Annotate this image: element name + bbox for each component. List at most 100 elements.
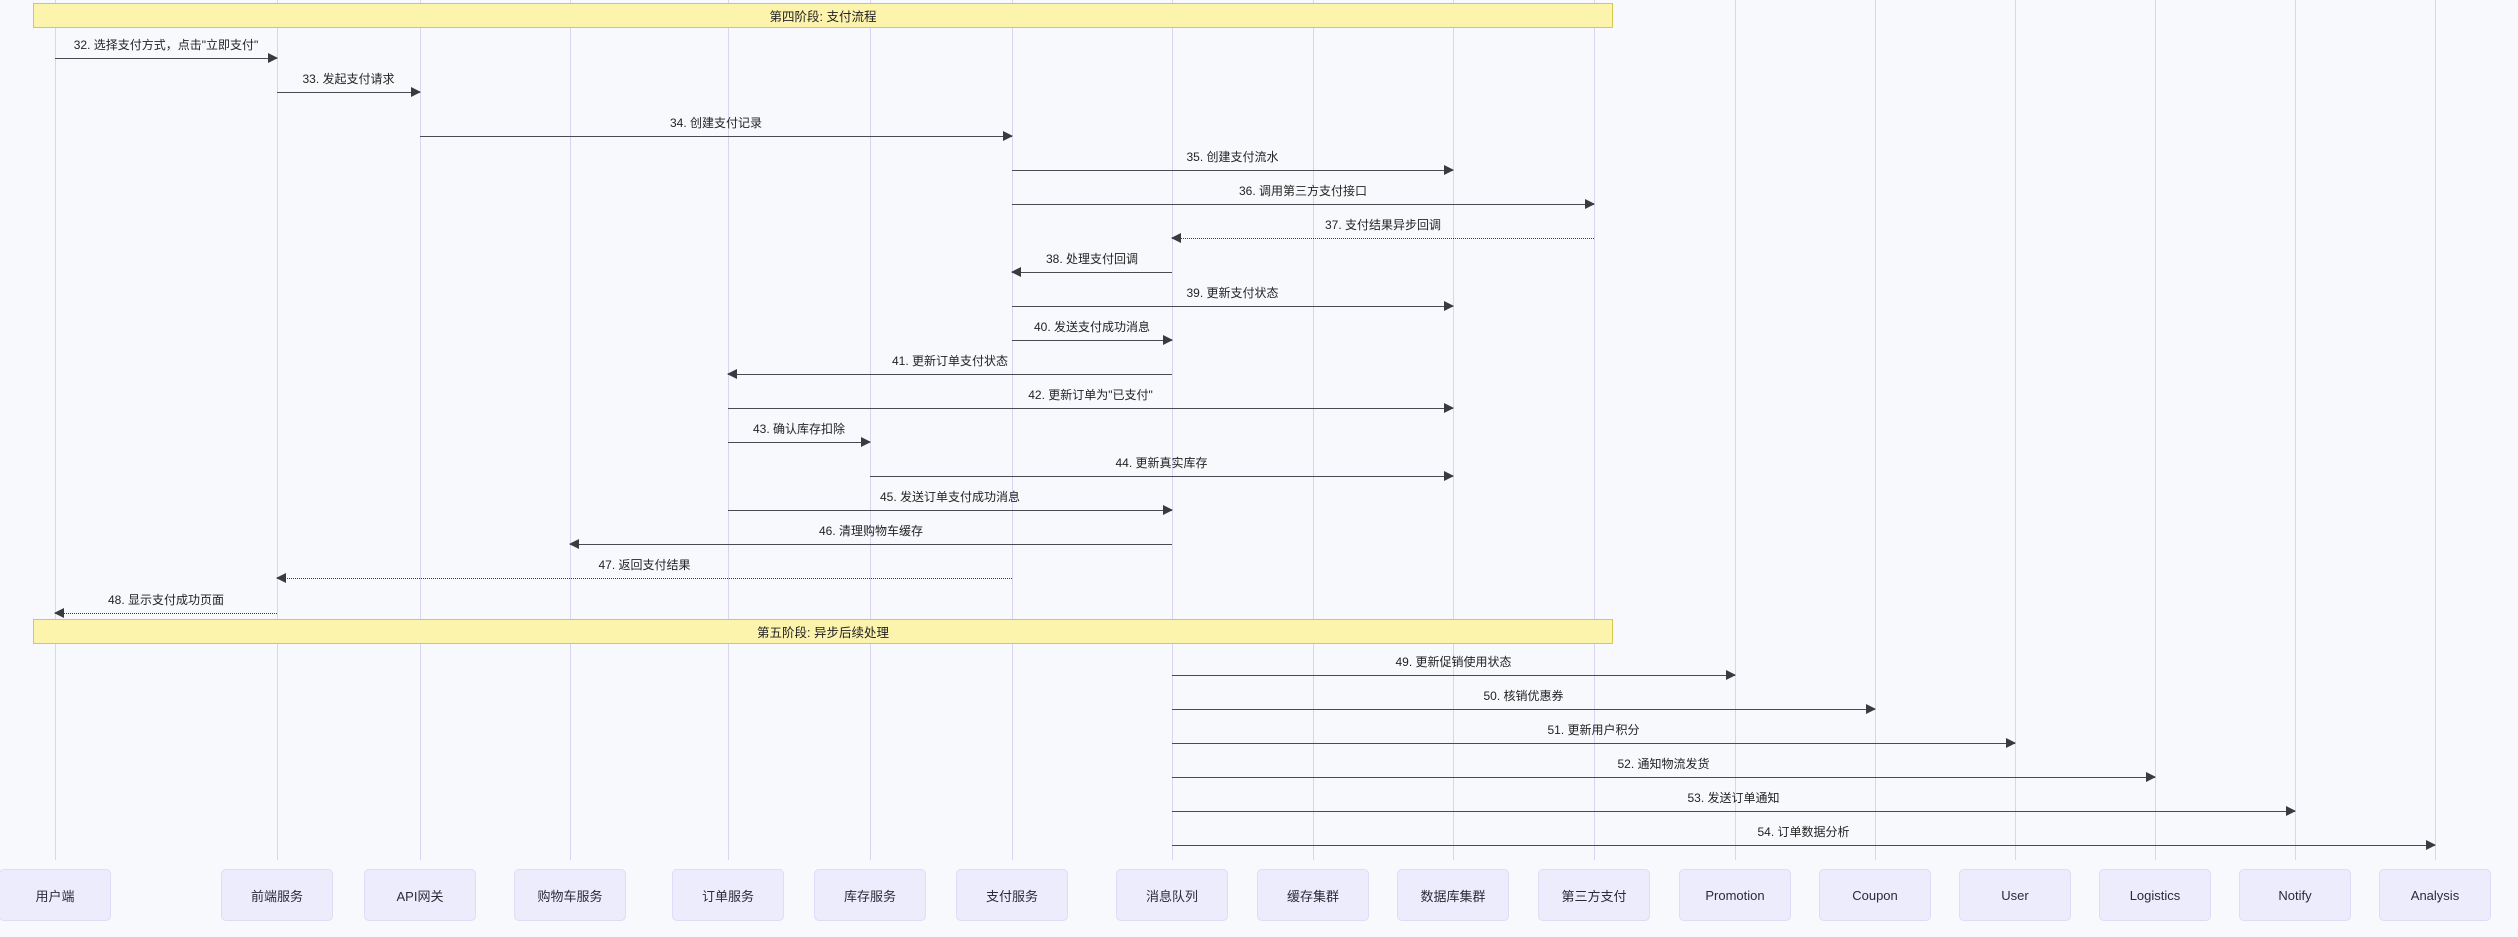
- message-48[interactable]: 48. 显示支付成功页面: [54, 593, 277, 618]
- participant-box-gateway[interactable]: API网关: [364, 869, 476, 921]
- message-line: [420, 136, 1012, 137]
- participant-box-mq[interactable]: 消息队列: [1116, 869, 1228, 921]
- arrow-head-icon: [1163, 335, 1173, 345]
- message-50[interactable]: 50. 核销优惠券: [1172, 689, 1876, 714]
- message-label: 35. 创建支付流水: [1186, 150, 1279, 164]
- message-34[interactable]: 34. 创建支付记录: [420, 116, 1013, 141]
- message-label: 54. 订单数据分析: [1757, 825, 1850, 839]
- participant-label: Analysis: [2410, 887, 2460, 903]
- participant-box-notify[interactable]: Notify: [2239, 869, 2351, 921]
- message-42[interactable]: 42. 更新订单为"已支付": [728, 388, 1454, 413]
- message-label: 32. 选择支付方式，点击"立即支付": [73, 38, 259, 52]
- message-54[interactable]: 54. 订单数据分析: [1172, 825, 2436, 850]
- participant-box-cache[interactable]: 缓存集群: [1257, 869, 1369, 921]
- participant-box-logistics[interactable]: Logistics: [2099, 869, 2211, 921]
- participant-box-cart[interactable]: 购物车服务: [514, 869, 626, 921]
- message-line: [1172, 238, 1594, 239]
- lifeline-analysis: [2435, 0, 2436, 860]
- participant-label: API网关: [396, 888, 444, 904]
- arrow-head-icon: [1011, 267, 1021, 277]
- arrow-head-icon: [1003, 131, 1013, 141]
- participant-label: 缓存集群: [1286, 888, 1339, 904]
- participant-box-order[interactable]: 订单服务: [672, 869, 784, 921]
- message-44[interactable]: 44. 更新真实库存: [870, 456, 1454, 481]
- participant-label: 库存服务: [843, 888, 896, 904]
- message-line: [277, 92, 420, 93]
- message-label: 45. 发送订单支付成功消息: [879, 490, 1021, 504]
- participant-box-coupon[interactable]: Coupon: [1819, 869, 1931, 921]
- participant-box-db[interactable]: 数据库集群: [1397, 869, 1509, 921]
- message-33[interactable]: 33. 发起支付请求: [277, 72, 421, 97]
- arrow-head-icon: [1444, 403, 1454, 413]
- message-label: 48. 显示支付成功页面: [107, 593, 225, 607]
- participant-box-client[interactable]: 用户端: [0, 869, 111, 921]
- participant-box-user[interactable]: User: [1959, 869, 2071, 921]
- message-line: [1012, 204, 1594, 205]
- participant-box-payment[interactable]: 支付服务: [956, 869, 1068, 921]
- participant-label: User: [2001, 887, 2029, 903]
- message-38[interactable]: 38. 处理支付回调: [1011, 252, 1172, 277]
- participant-box-analysis[interactable]: Analysis: [2379, 869, 2491, 921]
- arrow-head-icon: [54, 608, 64, 618]
- arrow-head-icon: [2006, 738, 2016, 748]
- message-32[interactable]: 32. 选择支付方式，点击"立即支付": [55, 38, 278, 63]
- arrow-head-icon: [1444, 165, 1454, 175]
- message-line: [1172, 743, 2015, 744]
- lifeline-promotion: [1735, 0, 1736, 860]
- participant-box-stock[interactable]: 库存服务: [814, 869, 926, 921]
- lifeline-thirdpay: [1594, 0, 1595, 860]
- lifeline-cache: [1313, 0, 1314, 860]
- message-45[interactable]: 45. 发送订单支付成功消息: [728, 490, 1173, 515]
- message-47[interactable]: 47. 返回支付结果: [276, 558, 1012, 583]
- message-label: 33. 发起支付请求: [302, 72, 395, 86]
- message-line: [1012, 170, 1453, 171]
- arrow-head-icon: [1585, 199, 1595, 209]
- message-51[interactable]: 51. 更新用户积分: [1172, 723, 2016, 748]
- message-39[interactable]: 39. 更新支付状态: [1012, 286, 1454, 311]
- participant-label: 第三方支付: [1561, 888, 1627, 904]
- arrow-head-icon: [2286, 806, 2296, 816]
- phase-banner-label: 第五阶段: 异步后续处理: [757, 626, 889, 640]
- lifeline-gateway: [420, 0, 421, 860]
- message-36[interactable]: 36. 调用第三方支付接口: [1012, 184, 1595, 209]
- message-46[interactable]: 46. 清理购物车缓存: [569, 524, 1172, 549]
- arrow-head-icon: [1171, 233, 1181, 243]
- message-label: 43. 确认库存扣除: [752, 422, 846, 436]
- message-line: [1172, 777, 2155, 778]
- participant-box-frontend[interactable]: 前端服务: [221, 869, 333, 921]
- arrow-head-icon: [861, 437, 871, 447]
- phase-banner-phase4: 第四阶段: 支付流程: [33, 3, 1613, 28]
- message-53[interactable]: 53. 发送订单通知: [1172, 791, 2296, 816]
- participant-label: Promotion: [1705, 887, 1765, 903]
- participant-label: 消息队列: [1145, 888, 1198, 904]
- message-43[interactable]: 43. 确认库存扣除: [728, 422, 871, 447]
- message-41[interactable]: 41. 更新订单支付状态: [727, 354, 1172, 379]
- message-35[interactable]: 35. 创建支付流水: [1012, 150, 1454, 175]
- message-label: 36. 调用第三方支付接口: [1238, 184, 1368, 198]
- message-label: 34. 创建支付记录: [669, 116, 763, 130]
- arrow-head-icon: [1163, 505, 1173, 515]
- lifeline-logistics: [2155, 0, 2156, 860]
- message-label: 46. 清理购物车缓存: [818, 524, 924, 538]
- participant-box-promotion[interactable]: Promotion: [1679, 869, 1791, 921]
- participant-label: 支付服务: [985, 888, 1038, 904]
- message-label: 51. 更新用户积分: [1547, 723, 1640, 737]
- participant-box-thirdpay[interactable]: 第三方支付: [1538, 869, 1650, 921]
- lifeline-user: [2015, 0, 2016, 860]
- arrow-head-icon: [1866, 704, 1876, 714]
- lifeline-payment: [1012, 0, 1013, 860]
- message-49[interactable]: 49. 更新促销使用状态: [1172, 655, 1736, 680]
- lifeline-client: [55, 0, 56, 860]
- message-52[interactable]: 52. 通知物流发货: [1172, 757, 2156, 782]
- participant-label: 购物车服务: [537, 888, 603, 904]
- participant-label: 用户端: [35, 888, 75, 904]
- message-line: [728, 374, 1172, 375]
- message-line: [1172, 845, 2435, 846]
- message-label: 41. 更新订单支付状态: [891, 354, 1009, 368]
- message-line: [277, 578, 1012, 579]
- message-40[interactable]: 40. 发送支付成功消息: [1012, 320, 1173, 345]
- message-label: 44. 更新真实库存: [1115, 456, 1208, 470]
- message-37[interactable]: 37. 支付结果异步回调: [1171, 218, 1594, 243]
- arrow-head-icon: [1444, 301, 1454, 311]
- arrow-head-icon: [2426, 840, 2436, 850]
